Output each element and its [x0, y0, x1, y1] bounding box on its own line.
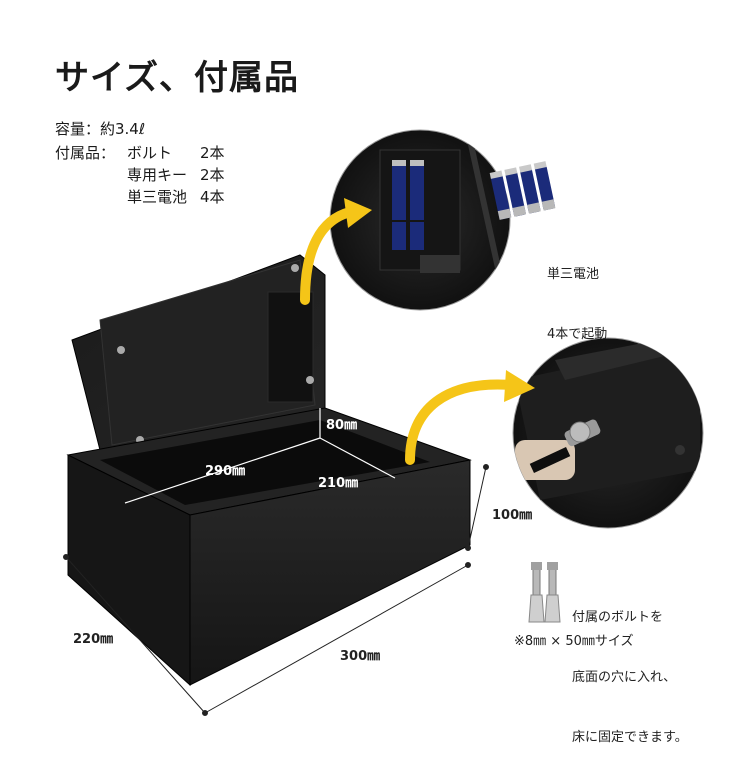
accessory-qty-key: 2本 — [200, 166, 225, 184]
page-title: サイズ、付属品 — [55, 58, 299, 98]
accessory-name-key: 専用キー — [127, 166, 188, 184]
battery-compartment-closeup — [329, 129, 511, 311]
dimension-label-outer-width: 300㎜ — [340, 649, 381, 664]
bolt-size-note: ※8㎜ × 50㎜サイズ — [514, 634, 634, 649]
outer-dimension-lines — [63, 464, 489, 716]
bolt-note-line3: 床に固定できます。 — [572, 730, 688, 745]
safe-lid — [71, 254, 326, 451]
bolt-note: 付属のボルトを 底面の穴に入れ、 床に固定できます。 — [572, 568, 688, 768]
aa-batteries — [489, 161, 556, 220]
accessory-name-battery: 単三電池 — [127, 188, 188, 206]
dimension-label-inner-height: 80㎜ — [326, 418, 358, 433]
dimension-label-outer-depth: 220㎜ — [73, 632, 114, 647]
accessory-qty-bolt: 2本 — [200, 144, 225, 162]
bolt-note-line2: 底面の穴に入れ、 — [572, 670, 677, 685]
arrow-to-bolt — [405, 370, 535, 465]
bolt-icon — [528, 562, 561, 623]
inner-dimension-lines — [124, 408, 396, 504]
accessories-label: 付属品： — [55, 144, 116, 162]
bolt-note-line1: 付属のボルトを — [572, 610, 664, 625]
bolt-installation-closeup — [512, 337, 704, 529]
safe-illustration — [63, 129, 704, 716]
capacity-text: 容量：約3.4ℓ — [55, 120, 146, 138]
battery-note: 単三電池 4本で起動 — [547, 225, 607, 365]
spec-block: 容量：約3.4ℓ 付属品： ボルト 2本 専用キー 2本 単三電池 4本 — [55, 118, 315, 208]
battery-note-line1: 単三電池 — [547, 267, 600, 282]
battery-note-line2: 4本で起動 — [547, 327, 608, 342]
dimension-label-inner-width: 290㎜ — [205, 464, 246, 479]
accessory-qty-battery: 4本 — [200, 188, 225, 206]
accessory-name-bolt: ボルト — [127, 144, 173, 162]
dimension-label-outer-height: 100㎜ — [492, 508, 533, 523]
arrow-to-battery — [300, 198, 372, 305]
dimension-label-inner-depth: 210㎜ — [318, 476, 359, 491]
